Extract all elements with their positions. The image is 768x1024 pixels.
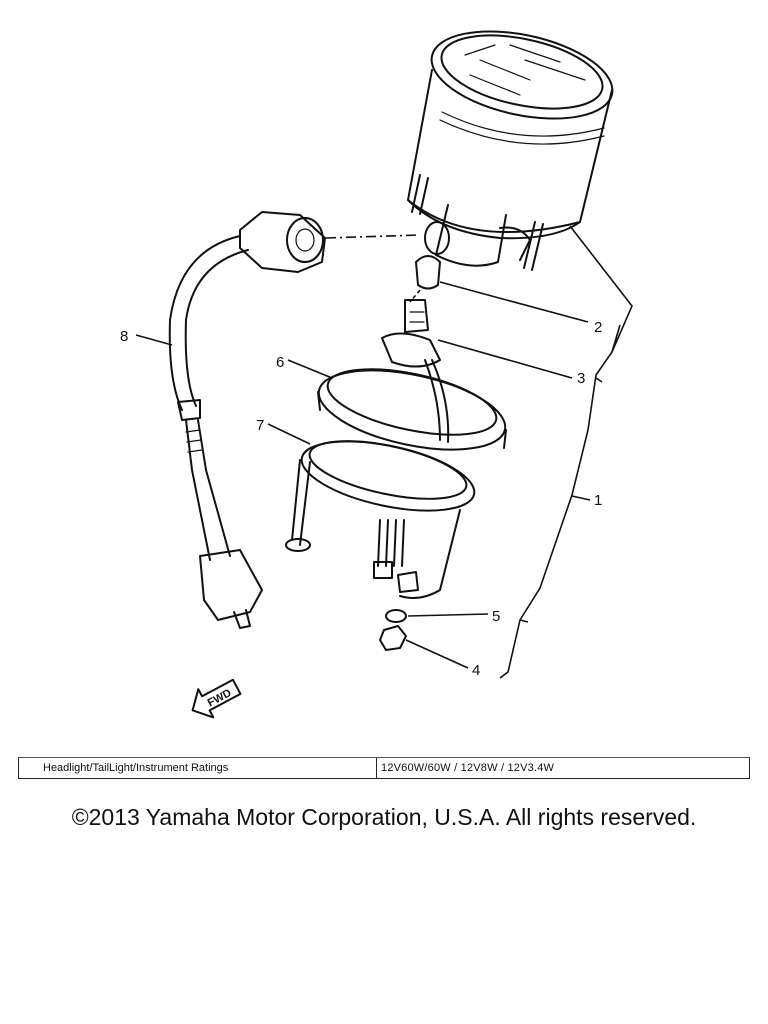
- gasket-ring-part: [317, 368, 507, 451]
- parts-diagram: 1 2 3 4 5 6 7 8 FWD: [120, 30, 633, 719]
- callout-2: 2: [594, 319, 602, 336]
- leader-lines: [135, 225, 633, 679]
- ratings-value: 12V60W/60W / 12V8W / 12V3.4W: [376, 758, 749, 778]
- callout-4: 4: [472, 662, 480, 679]
- fwd-arrow-icon: FWD: [191, 678, 242, 719]
- callout-6: 6: [276, 354, 284, 371]
- nut-part: [379, 625, 407, 651]
- socket-part: [381, 299, 450, 443]
- washer-part: [385, 609, 407, 623]
- meter-cable-part: [168, 211, 326, 629]
- callout-5: 5: [492, 608, 500, 625]
- bulb-part: [415, 255, 441, 290]
- ratings-table: Headlight/TailLight/Instrument Ratings 1…: [18, 757, 750, 779]
- callout-7: 7: [256, 417, 264, 434]
- meter-assembly: [407, 30, 614, 271]
- callout-3: 3: [577, 370, 585, 387]
- callout-labels: 1 2 3 4 5 6 7 8: [120, 319, 602, 679]
- bracket-part: [285, 440, 476, 599]
- callout-8: 8: [120, 328, 128, 345]
- copyright-notice: ©2013 Yamaha Motor Corporation, U.S.A. A…: [71, 804, 697, 830]
- callout-1: 1: [594, 492, 602, 509]
- ratings-label: Headlight/TailLight/Instrument Ratings: [43, 762, 229, 774]
